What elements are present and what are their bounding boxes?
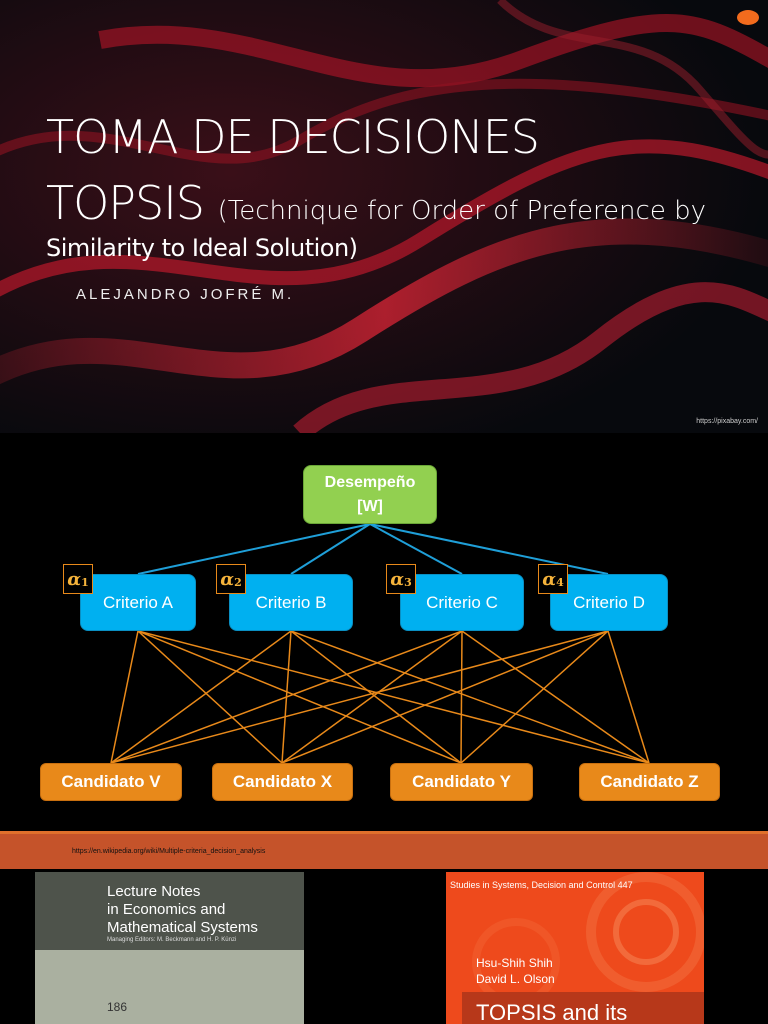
- criterion-a-node: Criterio A: [80, 574, 196, 631]
- image-credit: https://pixabay.com/: [696, 418, 758, 425]
- criterion-b-label: Criterio B: [255, 592, 327, 612]
- performance-label: Desempeño: [324, 473, 416, 491]
- alpha-symbol: α: [390, 568, 405, 590]
- title-line-1: TOMA DE DECISIONES: [46, 110, 540, 164]
- book1-title-line-2: in Economics and: [107, 901, 226, 918]
- candidate-x-label: Candidato X: [232, 772, 333, 791]
- source-link[interactable]: https://en.wikipedia.org/wiki/Multiple-c…: [72, 848, 266, 855]
- gear-pattern: [472, 872, 704, 1006]
- connector-a-v: [110, 630, 139, 764]
- hierarchy-slide: Desempeño [W] Criterio A Criterio B Crit…: [0, 433, 768, 831]
- performance-node: Desempeño [W]: [303, 465, 437, 524]
- connector-d-y: [460, 630, 609, 764]
- connector-b-y: [290, 630, 462, 764]
- candidate-y-node: Candidato Y: [390, 763, 533, 801]
- criterion-c-node: Criterio C: [400, 574, 524, 631]
- source-link-bar: https://en.wikipedia.org/wiki/Multiple-c…: [0, 831, 768, 869]
- criterion-a-label: Criterio A: [103, 592, 173, 612]
- alpha-symbol: α: [542, 568, 557, 590]
- connector-top-b: [290, 523, 371, 575]
- title-line-3: Similarity to Ideal Solution): [46, 234, 358, 262]
- connector-a-z: [137, 630, 650, 764]
- book-cover-lecture-notes: Lecture Notes in Economics and Mathemati…: [35, 872, 304, 1024]
- connector-top-c: [369, 523, 463, 575]
- connector-c-v: [110, 630, 463, 764]
- presentation-title: TOMA DE DECISIONES TOPSIS (Technique for…: [46, 104, 706, 244]
- connector-d-v: [110, 630, 609, 764]
- cover-band: [35, 872, 304, 950]
- candidate-x-node: Candidato X: [212, 763, 353, 801]
- connector-top-a: [137, 523, 371, 575]
- alpha-index: 4: [556, 575, 564, 589]
- candidate-z-node: Candidato Z: [579, 763, 720, 801]
- author-name: ALEJANDRO JOFRÉ M.: [76, 286, 295, 303]
- connector-b-v: [110, 630, 292, 764]
- alpha-index: 3: [404, 575, 412, 589]
- book2-series: Studies in Systems, Decision and Control…: [450, 880, 633, 890]
- connector-c-z: [461, 630, 650, 764]
- title-parenthetical: (Technique for Order of Preference by: [217, 196, 706, 226]
- criterion-b-node: Criterio B: [229, 574, 353, 631]
- connector-lines: [110, 523, 650, 764]
- candidate-y-label: Candidato Y: [412, 772, 511, 791]
- alpha-index: 2: [234, 575, 242, 589]
- alpha-symbol: α: [220, 568, 235, 590]
- candidate-v-node: Candidato V: [40, 763, 182, 801]
- background-image: [0, 0, 768, 433]
- title-panel: [462, 992, 704, 1024]
- accent-dot: [737, 10, 759, 25]
- alpha-symbol: α: [67, 568, 82, 590]
- candidate-z-label: Candidato Z: [600, 772, 699, 791]
- book1-title-line-1: Lecture Notes: [107, 883, 201, 900]
- book1-editors: Managing Editors: M. Beckmann and H. P. …: [107, 937, 237, 943]
- connector-c-x: [281, 630, 463, 764]
- criterion-d-node: Criterio D: [550, 574, 668, 631]
- connector-d-z: [607, 630, 650, 764]
- connector-a-y: [137, 630, 462, 764]
- title-slide: TOMA DE DECISIONES TOPSIS (Technique for…: [0, 0, 768, 433]
- criterion-c-label: Criterio C: [426, 592, 498, 612]
- book2-author-1: Hsu-Shih Shih: [476, 956, 553, 970]
- candidate-v-label: Candidato V: [61, 772, 161, 791]
- criterion-d-label: Criterio D: [573, 592, 645, 612]
- book2-author-2: David L. Olson: [476, 972, 555, 986]
- books-slide: Lecture Notes in Economics and Mathemati…: [0, 869, 768, 1024]
- connector-c-y: [460, 630, 463, 764]
- performance-symbol: [W]: [357, 497, 383, 515]
- connector-b-z: [290, 630, 650, 764]
- title-topsis: TOPSIS: [46, 176, 205, 230]
- alpha-index: 1: [81, 575, 89, 589]
- book-cover-topsis: Studies in Systems, Decision and Control…: [446, 872, 704, 1024]
- book2-title: TOPSIS and its: [476, 1000, 628, 1024]
- connector-d-x: [281, 630, 609, 764]
- book1-volume: 186: [107, 1000, 128, 1014]
- title-line-2: TOPSIS (Technique for Order of Preferenc…: [46, 170, 706, 244]
- connector-a-x: [137, 630, 283, 764]
- connector-top-d: [369, 523, 609, 575]
- book1-title-line-3: Mathematical Systems: [107, 919, 258, 936]
